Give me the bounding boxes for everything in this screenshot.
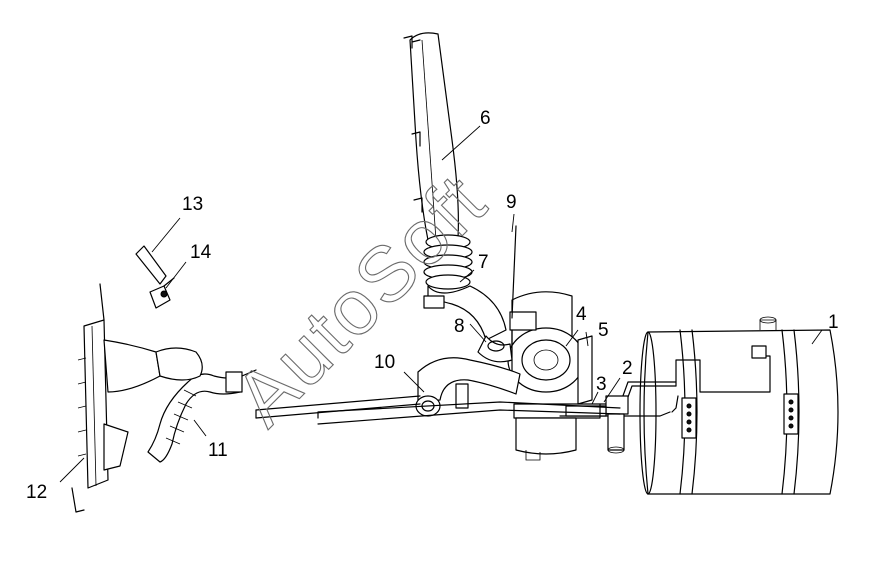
callout-labels: 1 2 3 4 5 6 7 8 9 10 11 12 13 14 <box>26 108 839 503</box>
callout-1: 1 <box>828 312 839 333</box>
callout-4: 4 <box>576 304 587 325</box>
callout-2: 2 <box>622 358 633 379</box>
part-12-pre-cleaner <box>71 283 203 513</box>
part-1-fuel-tank <box>639 316 839 495</box>
part-10-hose <box>255 357 621 425</box>
part-4-air-cleaner <box>507 291 585 393</box>
leader-lines <box>59 125 823 483</box>
part-8-elbow <box>423 295 513 363</box>
part-11-corrugated-hose <box>147 369 257 463</box>
callout-10: 10 <box>374 352 395 373</box>
callout-13: 13 <box>182 194 203 215</box>
part-5-bracket <box>513 335 601 461</box>
callout-11: 11 <box>208 440 228 461</box>
callout-3: 3 <box>596 374 607 395</box>
callout-14: 14 <box>190 242 212 263</box>
callout-6: 6 <box>480 108 491 129</box>
part-13-handle <box>135 245 167 285</box>
part-7-bellows <box>423 234 507 341</box>
callout-7: 7 <box>478 252 489 273</box>
part-3-fuel-filter <box>565 395 629 454</box>
part-9-rod <box>511 225 517 319</box>
part-6-intake-duct <box>403 32 459 241</box>
callout-8: 8 <box>454 316 465 337</box>
callout-9: 9 <box>506 192 517 213</box>
callout-12: 12 <box>26 482 47 503</box>
callout-5: 5 <box>598 320 609 341</box>
